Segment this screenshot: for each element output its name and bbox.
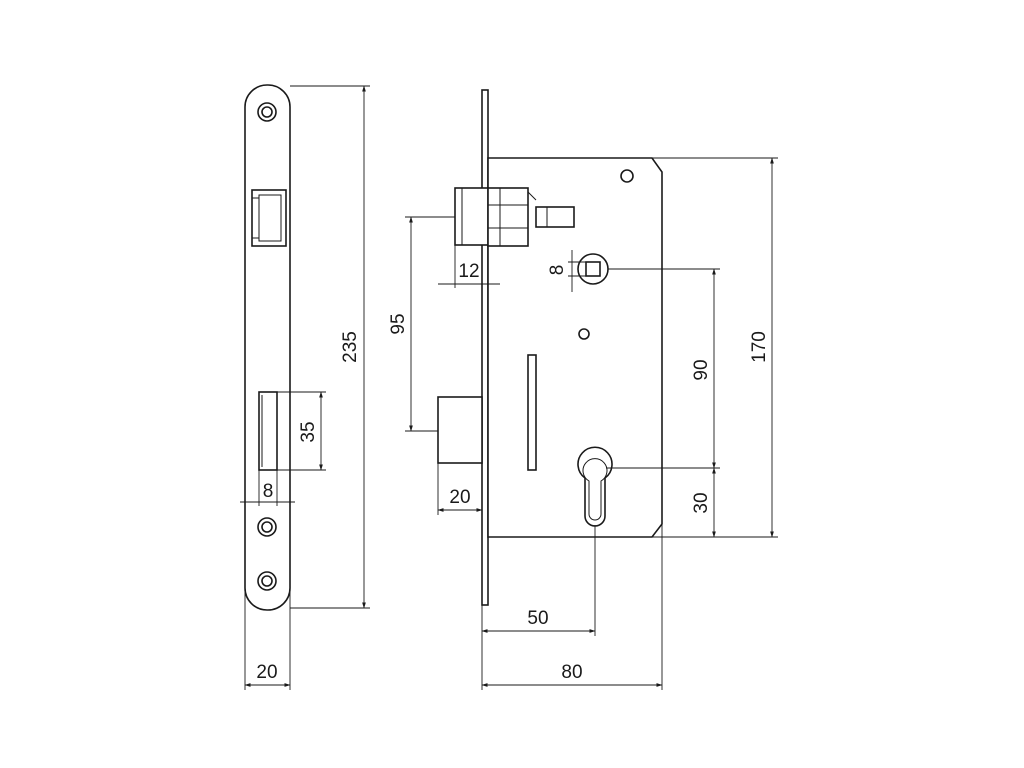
dim-spindle-square: 8 (547, 250, 586, 292)
lock-body-side-view: 12 95 20 8 90 (388, 89, 778, 690)
dim-label-20-faceplate: 20 (256, 662, 277, 683)
dim-label-90: 90 (691, 359, 712, 380)
auxiliary-latch (535, 206, 575, 228)
case-hole-middle (578, 328, 590, 340)
dim-label-12: 12 (458, 261, 479, 282)
dim-case-height: 170 (652, 157, 778, 538)
deadbolt (437, 396, 483, 464)
dim-label-8-spindle: 8 (547, 265, 568, 276)
dim-handle-to-key: 95 (388, 216, 455, 432)
dim-label-50: 50 (527, 608, 548, 629)
faceplate-screw-hole-middle (257, 517, 277, 537)
latch-bolt (454, 187, 537, 247)
dim-case-depth: 80 (481, 524, 663, 690)
dim-cylinder-to-bottom: 30 (652, 467, 778, 538)
dim-faceplate-length: 235 (290, 85, 370, 609)
dim-label-80: 80 (561, 662, 582, 683)
spindle-hub (577, 253, 609, 285)
cylinder-keyhole (577, 446, 613, 527)
dim-strike-height: 35 (277, 391, 326, 471)
dim-label-95: 95 (388, 313, 409, 334)
faceplate-screw-hole-bottom (257, 571, 277, 591)
dim-label-20-deadbolt: 20 (449, 487, 470, 508)
dim-deadbolt-projection: 20 (437, 463, 483, 515)
dim-spindle-to-cylinder: 90 (606, 268, 720, 469)
faceplate-edge (481, 89, 489, 606)
dim-label-8-strike: 8 (263, 481, 274, 502)
dim-strike-width: 8 (240, 470, 295, 506)
dim-backset: 50 (481, 525, 596, 690)
dim-faceplate-width: 20 (244, 500, 291, 690)
faceplate-screw-hole-top (257, 102, 277, 122)
faceplate-front-view: 235 35 8 20 (240, 84, 370, 690)
case-slot (527, 354, 537, 471)
dim-latch-projection: 12 (438, 245, 500, 288)
case-hole-top (620, 169, 634, 183)
dim-label-170: 170 (749, 331, 770, 363)
latch-opening (251, 189, 287, 247)
dim-label-30: 30 (691, 492, 712, 513)
dim-label-35: 35 (298, 421, 319, 442)
dim-label-235: 235 (340, 331, 361, 363)
bolt-opening (258, 391, 278, 471)
